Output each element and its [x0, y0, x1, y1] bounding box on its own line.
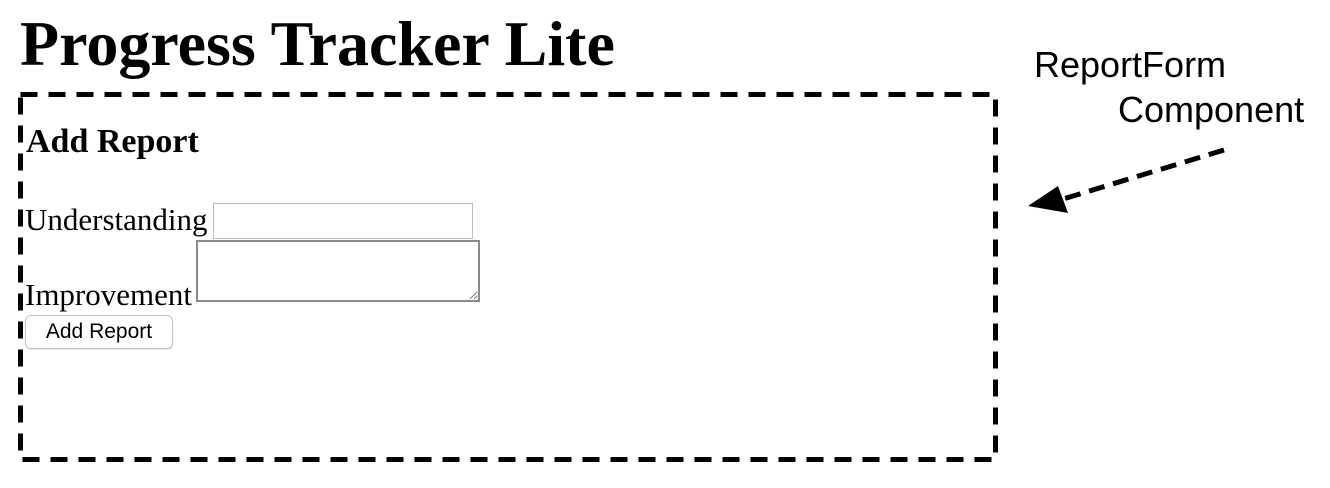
report-form-component-outline [18, 92, 998, 462]
dashed-arrow-left-icon [1028, 147, 1225, 213]
understanding-label: Understanding [25, 202, 208, 237]
improvement-textarea[interactable] [196, 240, 480, 302]
add-report-button[interactable]: Add Report [25, 315, 173, 349]
annotation-label-line2: Component [1118, 89, 1305, 130]
page-title: Progress Tracker Lite [20, 8, 615, 79]
form-heading: Add Report [26, 123, 199, 160]
dashed-border [18, 92, 998, 462]
understanding-input[interactable] [213, 203, 473, 239]
annotation-label-line1: ReportForm [1034, 44, 1227, 85]
improvement-label: Improvement [25, 277, 193, 312]
